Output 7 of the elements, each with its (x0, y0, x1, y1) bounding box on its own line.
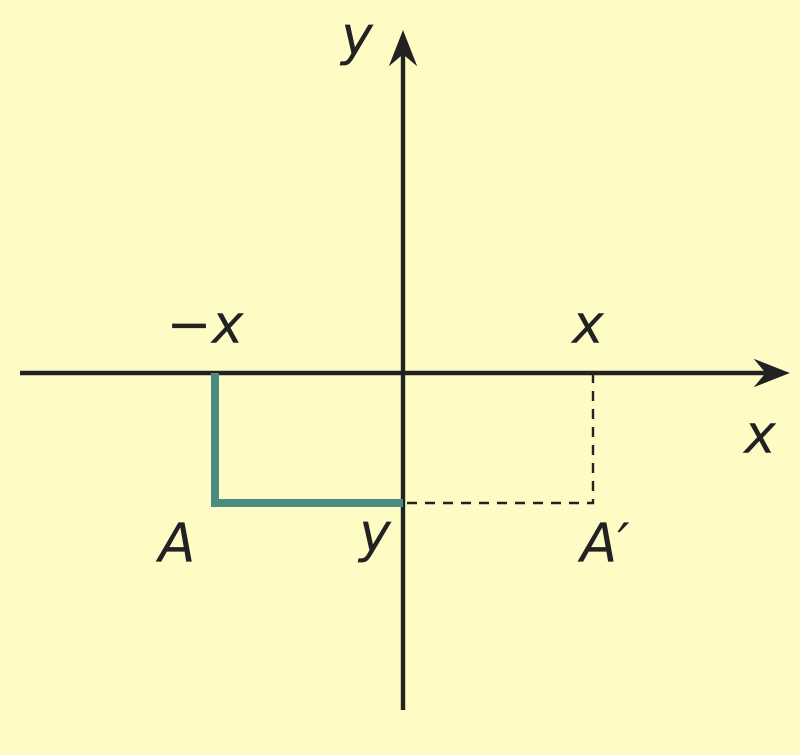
tick-label: x (570, 313, 604, 343)
axis-label: y (340, 24, 374, 66)
axis-label: x (742, 423, 776, 453)
point-label: A′ (578, 522, 630, 562)
tick-label: y (358, 522, 392, 562)
tick-label: −x (172, 313, 244, 343)
point-label: A (156, 522, 192, 562)
